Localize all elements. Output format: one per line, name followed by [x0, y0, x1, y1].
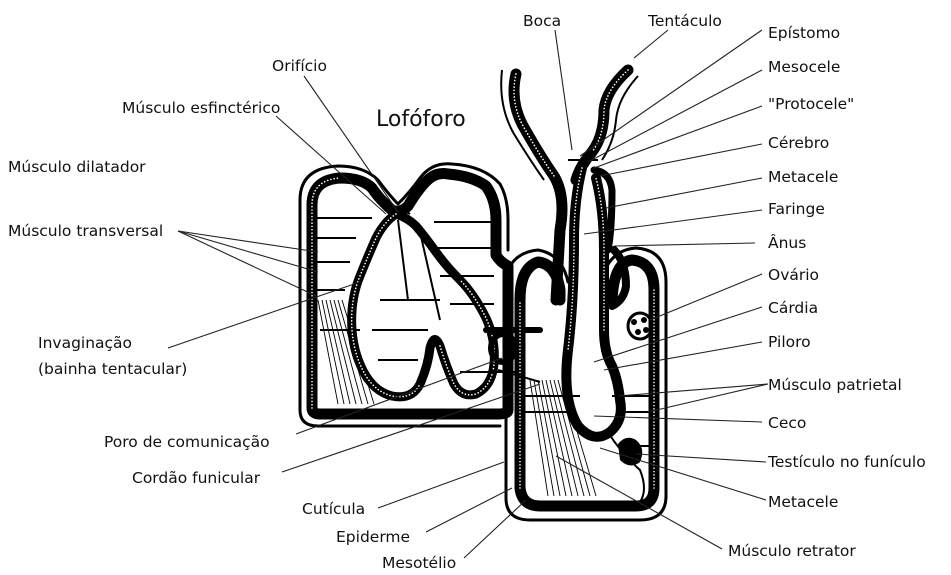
leader-musculo-transversal-3: [178, 231, 316, 296]
leader-piloro: [604, 342, 762, 370]
label-mesocele: Mesocele: [768, 58, 840, 76]
label-musculo-dilatador: Músculo dilatador: [8, 158, 146, 176]
label-faringe: Faringe: [768, 200, 825, 218]
leader-cuticula: [378, 462, 504, 508]
label-metacele-bottom: Metacele: [768, 493, 838, 511]
label-cardia: Cárdia: [768, 299, 818, 317]
label-cerebro: Cérebro: [768, 134, 829, 152]
label-boca: Boca: [523, 12, 561, 30]
label-epiderme: Epiderme: [336, 528, 410, 546]
label-cordao: Cordão funicular: [132, 469, 261, 487]
leader-tentaculo: [634, 30, 668, 58]
leader-metacele-top: [606, 178, 762, 208]
leader-musculo-patrietal-1: [618, 384, 768, 396]
label-metacele-top: Metacele: [768, 168, 838, 186]
label-ovario: Ovário: [768, 266, 819, 284]
leader-anus: [614, 243, 755, 246]
connecting-region: [460, 330, 540, 372]
leader-musculo-transversal-2: [178, 231, 318, 272]
leader-protocele: [594, 106, 762, 168]
ovary: [628, 313, 652, 339]
label-protocele: "Protocele": [768, 95, 854, 113]
label-piloro: Piloro: [768, 333, 811, 351]
label-poro: Poro de comunicação: [104, 433, 270, 451]
diagram-title: Lofóforo: [376, 107, 466, 132]
leader-invaginacao: [168, 282, 360, 348]
label-cuticula: Cutícula: [302, 500, 365, 518]
label-invaginacao-line1: Invaginação: [38, 334, 132, 352]
leader-cerebro: [600, 144, 762, 176]
label-musculo-esfincterico: Músculo esfinctérico: [122, 99, 280, 117]
leader-musculo-esfincterico: [276, 116, 386, 214]
leader-metacele-bottom: [600, 448, 766, 500]
label-musculo-transversal: Músculo transversal: [8, 222, 163, 240]
label-orificio: Orifício: [272, 57, 327, 75]
label-mesotelio: Mesotélio: [382, 554, 456, 572]
label-anus: Ânus: [768, 233, 806, 252]
leader-musculo-transversal-1: [178, 231, 318, 252]
leader-mesotelio: [464, 500, 526, 558]
bryozoan-illustration: [300, 70, 666, 520]
label-musculo-patrietal: Músculo patrietal: [768, 376, 902, 394]
label-tentaculo: Tentáculo: [647, 12, 722, 30]
leader-cardia: [594, 307, 762, 362]
label-epistomo: Epístomo: [768, 24, 840, 42]
label-testiculo: Testículo no funículo: [767, 453, 926, 471]
label-ceco: Ceco: [768, 414, 806, 432]
leader-boca: [555, 30, 572, 150]
label-invaginacao-line2: (bainha tentacular): [38, 360, 187, 378]
testis-on-funiculus: [608, 432, 644, 502]
left-zooid-retractor-muscle: [318, 300, 374, 404]
label-musculo-retrator: Músculo retrator: [728, 542, 856, 560]
